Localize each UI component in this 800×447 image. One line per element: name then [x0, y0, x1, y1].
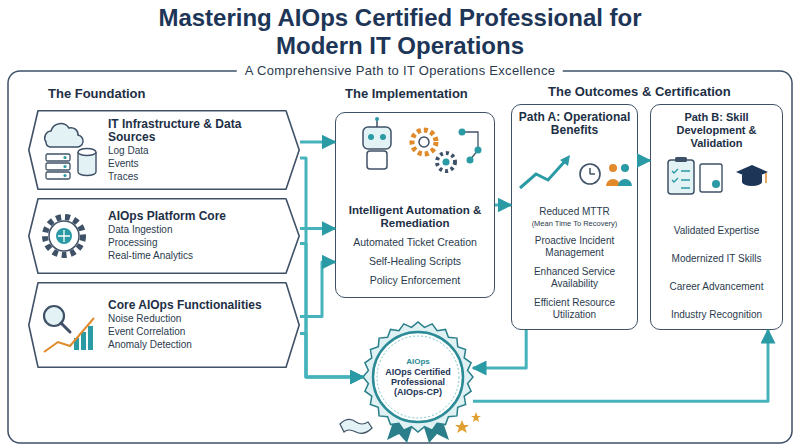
node-item: Automated Ticket Creation — [340, 236, 490, 249]
implementation-box: Intelligent Automation & RemediationAuto… — [335, 112, 495, 298]
node-item: Validated Expertise — [656, 225, 777, 237]
node-item: Policy Enforcement — [340, 274, 490, 287]
subtitle: A Comprehensive Path to IT Operations Ex… — [237, 63, 563, 79]
node-item: Industry Recognition — [656, 309, 777, 321]
hexagon-outline — [28, 282, 300, 368]
text-area: AIOps Platform CoreData IngestionProcess… — [108, 198, 286, 274]
connector-arrow — [300, 262, 335, 316]
section-heading: The Implementation — [345, 86, 468, 102]
node-item: Real-time Analytics — [108, 250, 286, 262]
connector-arrow — [638, 159, 650, 162]
node-item: Processing — [108, 237, 286, 249]
connector-arrow — [300, 227, 335, 230]
text-area: Intelligent Automation & RemediationAuto… — [340, 204, 490, 287]
node-item: Career Advancement — [656, 281, 777, 293]
hexagon-border — [29, 111, 299, 189]
node-item: Proactive Incident Management — [517, 235, 632, 259]
connector-arrow — [473, 330, 526, 368]
text-area: IT Infrastructure & Data SourcesLog Data… — [108, 110, 286, 190]
diagram-title: Mastering AIOps Certified Professional f… — [120, 4, 680, 60]
node-item: AIOps Certified Professional (AIOps-CP) — [377, 367, 459, 397]
node-item: Enhanced Service Availability — [517, 266, 632, 290]
connector-arrow — [495, 204, 511, 207]
outcome-box: Path B: Skill Development & ValidationVa… — [650, 104, 783, 330]
text-area: Path B: Skill Development & ValidationVa… — [656, 111, 777, 321]
star-icon — [455, 420, 469, 433]
hexagon-border — [29, 283, 299, 367]
foundation-box: Core AIOps FunctionalitiesNoise Reductio… — [28, 282, 300, 368]
outer-frame — [8, 71, 792, 443]
node-item: Reduced MTTR — [517, 206, 632, 218]
connector-arrow — [300, 141, 335, 144]
node-item: (Mean Time To Recovery) — [517, 219, 632, 228]
text-area: AIOpsAIOps Certified Professional (AIOps… — [377, 338, 459, 416]
node-heading: Core AIOps Functionalities — [108, 299, 286, 312]
certification-badge: AIOpsAIOps Certified Professional (AIOps… — [363, 322, 473, 432]
handshake-icon — [340, 419, 372, 433]
node-item: Event Correlation — [108, 326, 286, 338]
node-item: Noise Reduction — [108, 313, 286, 325]
section-heading: The Foundation — [48, 86, 145, 102]
node-item: Traces — [108, 171, 286, 183]
section-heading: The Outcomes & Certification — [548, 84, 731, 100]
node-heading: Path B: Skill Development & Validation — [656, 111, 777, 150]
text-area: Path A: Operational BenefitsReduced MTTR… — [517, 111, 632, 321]
badge-ring — [373, 332, 463, 422]
connector-arrow — [473, 330, 768, 401]
badge-rosette — [363, 322, 473, 432]
node-heading: AIOps — [377, 357, 459, 367]
node-item: Log Data — [108, 145, 286, 157]
connector-arrow — [300, 334, 363, 377]
node-heading: IT Infrastructure & Data Sources — [108, 118, 286, 144]
node-heading: AIOps Platform Core — [108, 210, 286, 223]
foundation-box: IT Infrastructure & Data SourcesLog Data… — [28, 110, 300, 190]
text-area: Core AIOps FunctionalitiesNoise Reductio… — [108, 282, 286, 368]
hexagon-border — [29, 199, 299, 273]
outcome-box: Path A: Operational BenefitsReduced MTTR… — [511, 104, 638, 330]
node-item: Efficient Resource Utilization — [517, 297, 632, 321]
node-heading: Intelligent Automation & Remediation — [340, 204, 490, 230]
foundation-box: AIOps Platform CoreData IngestionProcess… — [28, 198, 300, 274]
node-item: Anomaly Detection — [108, 339, 286, 351]
node-item: Self-Healing Scripts — [340, 255, 490, 268]
node-item: Modernized IT Skills — [656, 253, 777, 265]
node-item: Data Ingestion — [108, 224, 286, 236]
node-item: Events — [108, 158, 286, 170]
node-heading: Path A: Operational Benefits — [517, 111, 632, 137]
star-icon — [471, 412, 481, 422]
badge-ring — [377, 336, 459, 418]
